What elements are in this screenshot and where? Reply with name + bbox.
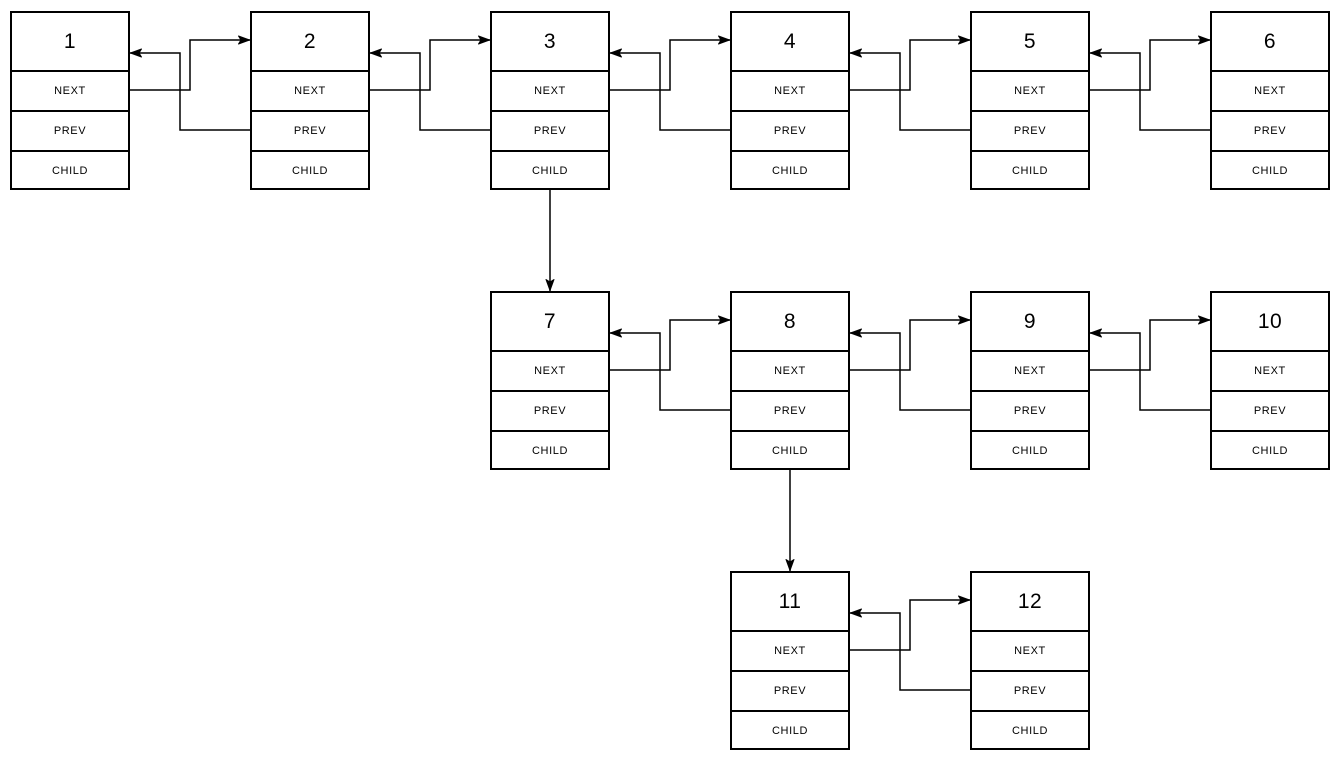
node-value: 6: [1263, 29, 1277, 53]
node-field-next: NEXT: [252, 70, 368, 110]
node-field-prev: PREV: [12, 110, 128, 150]
node-box-12: 12 NEXT PREV CHILD: [970, 571, 1090, 750]
node-box-9: 9 NEXT PREV CHILD: [970, 291, 1090, 470]
node-field-next: NEXT: [972, 70, 1088, 110]
node-field-child: CHILD: [252, 150, 368, 190]
node-field-prev: PREV: [972, 390, 1088, 430]
node-value: 3: [543, 29, 557, 53]
node-field-child: CHILD: [492, 430, 608, 470]
next-arrow-4-to-5: [850, 35, 970, 91]
node-field-child: CHILD: [12, 150, 128, 190]
node-value: 9: [1023, 309, 1037, 333]
node-value: 2: [303, 29, 317, 53]
next-arrow-11-to-12: [850, 595, 970, 651]
node-field-child: CHILD: [732, 430, 848, 470]
node-value: 5: [1023, 29, 1037, 53]
node-box-10: 10 NEXT PREV CHILD: [1210, 291, 1330, 470]
node-box-1: 1 NEXT PREV CHILD: [10, 11, 130, 190]
node-box-4: 4 NEXT PREV CHILD: [730, 11, 850, 190]
node-field-next: NEXT: [732, 630, 848, 670]
node-field-child: CHILD: [1212, 430, 1328, 470]
prev-arrow-8-to-7: [610, 328, 730, 411]
node-field-child: CHILD: [1212, 150, 1328, 190]
node-field-next: NEXT: [492, 70, 608, 110]
node-field-prev: PREV: [732, 670, 848, 710]
node-field-next: NEXT: [732, 350, 848, 390]
node-field-next: NEXT: [732, 70, 848, 110]
next-arrow-5-to-6: [1090, 35, 1210, 91]
node-field-next: NEXT: [1212, 350, 1328, 390]
node-field-child: CHILD: [732, 710, 848, 750]
prev-arrow-6-to-5: [1090, 48, 1210, 131]
node-field-prev: PREV: [732, 390, 848, 430]
node-field-prev: PREV: [1212, 390, 1328, 430]
node-field-next: NEXT: [972, 350, 1088, 390]
node-value: 7: [543, 309, 557, 333]
node-field-child: CHILD: [732, 150, 848, 190]
node-field-child: CHILD: [972, 430, 1088, 470]
prev-arrow-4-to-3: [610, 48, 730, 131]
node-value: 12: [1017, 589, 1043, 613]
node-field-prev: PREV: [492, 110, 608, 150]
node-box-5: 5 NEXT PREV CHILD: [970, 11, 1090, 190]
node-field-next: NEXT: [1212, 70, 1328, 110]
next-arrow-9-to-10: [1090, 315, 1210, 371]
prev-arrow-5-to-4: [850, 48, 970, 131]
prev-arrow-9-to-8: [850, 328, 970, 411]
node-field-next: NEXT: [12, 70, 128, 110]
node-field-next: NEXT: [492, 350, 608, 390]
node-value: 8: [783, 309, 797, 333]
node-field-child: CHILD: [972, 710, 1088, 750]
node-field-next: NEXT: [972, 630, 1088, 670]
node-value: 4: [783, 29, 797, 53]
next-arrow-1-to-2: [130, 35, 250, 91]
node-field-child: CHILD: [492, 150, 608, 190]
prev-arrow-10-to-9: [1090, 328, 1210, 411]
node-field-prev: PREV: [252, 110, 368, 150]
node-value: 10: [1257, 309, 1283, 333]
node-box-2: 2 NEXT PREV CHILD: [250, 11, 370, 190]
node-box-6: 6 NEXT PREV CHILD: [1210, 11, 1330, 190]
node-box-11: 11 NEXT PREV CHILD: [730, 571, 850, 750]
next-arrow-7-to-8: [610, 315, 730, 371]
node-box-7: 7 NEXT PREV CHILD: [490, 291, 610, 470]
node-field-prev: PREV: [972, 110, 1088, 150]
node-value: 11: [778, 589, 802, 613]
node-box-8: 8 NEXT PREV CHILD: [730, 291, 850, 470]
prev-arrow-12-to-11: [850, 608, 970, 691]
node-field-child: CHILD: [972, 150, 1088, 190]
node-field-prev: PREV: [732, 110, 848, 150]
node-field-prev: PREV: [1212, 110, 1328, 150]
node-value: 1: [63, 29, 77, 53]
node-field-prev: PREV: [492, 390, 608, 430]
node-field-prev: PREV: [972, 670, 1088, 710]
next-arrow-8-to-9: [850, 315, 970, 371]
next-arrow-2-to-3: [370, 35, 490, 91]
prev-arrow-3-to-2: [370, 48, 490, 131]
prev-arrow-2-to-1: [130, 48, 250, 131]
node-box-3: 3 NEXT PREV CHILD: [490, 11, 610, 190]
next-arrow-3-to-4: [610, 35, 730, 91]
